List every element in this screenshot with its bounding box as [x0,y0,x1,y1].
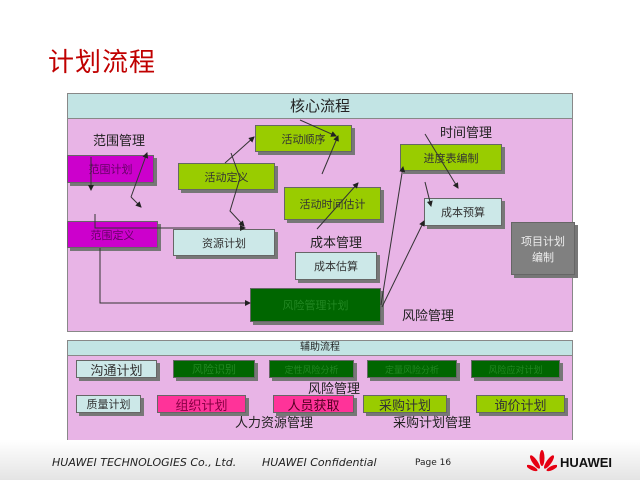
box-solicitation-planning: 询价计划 [476,395,565,414]
support-process-panel: 辅助流程 [67,340,573,442]
label-support-risk-management: 风险管理 [308,382,361,397]
huawei-logo-icon [527,450,557,472]
footer-confidential: HUAWEI Confidential [262,456,377,469]
footer-company: HUAWEI TECHNOLOGIES Co., Ltd. [52,456,237,469]
box-schedule-development: 进度表编制 [400,144,502,171]
box-risk-management-plan: 风险管理计划 [250,288,381,322]
footer-page-number: Page 16 [415,458,452,468]
box-staff-acquisition: 人员获取 [273,395,354,414]
footer-brand: HUAWEI [560,455,612,470]
box-quality-planning: 质量计划 [76,395,141,413]
box-cost-estimating: 成本估算 [295,252,377,280]
box-risk-response-planning: 风险应对计划 [471,360,560,378]
box-risk-identification: 风险识别 [173,360,255,378]
label-hr-management: 人力资源管理 [235,416,314,431]
box-project-plan-development: 项目计划编制 [511,222,575,275]
box-communications-planning: 沟通计划 [76,360,157,379]
box-cost-budgeting: 成本预算 [424,198,502,226]
slide-title: 计划流程 [48,48,157,78]
core-process-header: 核心流程 [68,94,572,119]
support-process-header: 辅助流程 [68,341,572,356]
box-activity-duration: 活动时间估计 [284,187,381,220]
box-organizational-planning: 组织计划 [157,395,246,414]
label-procurement-management: 采购计划管理 [393,416,472,431]
box-quantitative-risk-analysis: 定量风险分析 [367,360,457,378]
box-scope-plan: 范围计划 [67,155,154,183]
box-procurement-planning: 采购计划 [363,395,447,414]
label-risk-management: 风险管理 [402,309,455,324]
label-time-management: 时间管理 [440,126,493,141]
box-resource-planning: 资源计划 [173,229,275,256]
box-scope-definition: 范围定义 [67,221,158,248]
label-cost-management: 成本管理 [310,236,363,251]
box-activity-definition: 活动定义 [178,163,275,190]
label-scope-management: 范围管理 [93,134,146,149]
box-qualitative-risk-analysis: 定性风险分析 [269,360,354,378]
